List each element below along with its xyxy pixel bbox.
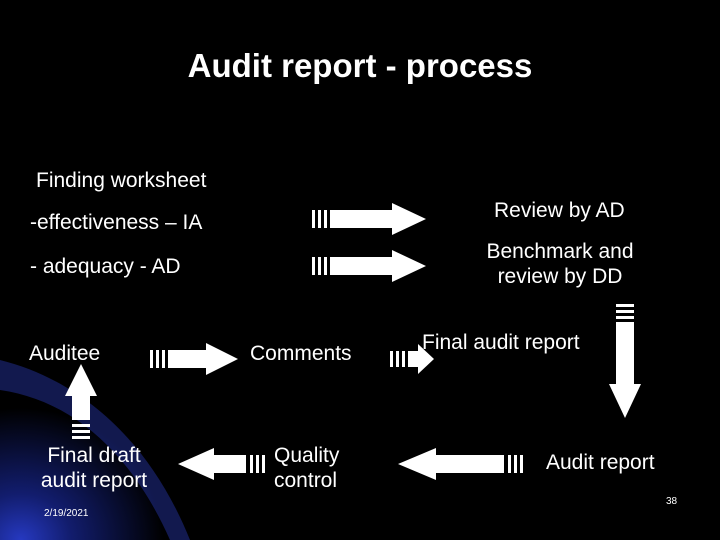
benchmark-line-2: review by DD [497,265,623,289]
final-draft-line-1: Final draft [47,444,141,467]
effectiveness-label: -effectiveness – IA [30,211,203,234]
comments-label: Comments [250,342,352,365]
audit-report-label: Audit report [546,451,655,474]
quality-line-1: Quality [274,444,340,467]
arrow-adequacy-to-benchmark [312,250,426,282]
finding-worksheet-label: Finding worksheet [36,169,207,192]
slide-date: 2/19/2021 [44,508,89,519]
adequacy-label: - adequacy - AD [30,255,181,278]
quality-line-2: control [274,469,338,493]
arrow-effectiveness-to-review [312,203,426,235]
slide-title: Audit report - process [187,47,533,84]
review-ad-label: Review by AD [494,199,625,222]
arrow-auditee-to-comments [150,343,238,375]
final-draft-audit-report-label: Final draft audit report [16,443,172,493]
arrow-quality-control-to-final-draft [178,448,265,480]
benchmark-line-1: Benchmark and [486,240,634,263]
auditee-label: Auditee [29,342,101,365]
slide-number: 38 [666,496,678,507]
arrow-final-draft-up-to-auditee [65,364,97,439]
arrow-comments-to-final-audit-report [390,344,434,374]
final-audit-report-label: Final audit report [422,331,580,354]
benchmark-review-label: Benchmark and review by DD [470,239,650,289]
final-draft-line-2: audit report [40,469,148,493]
quality-control-label: Quality control [274,443,339,493]
arrow-audit-report-to-quality-control [398,448,523,480]
arrow-benchmark-down-to-audit-report [609,304,641,418]
